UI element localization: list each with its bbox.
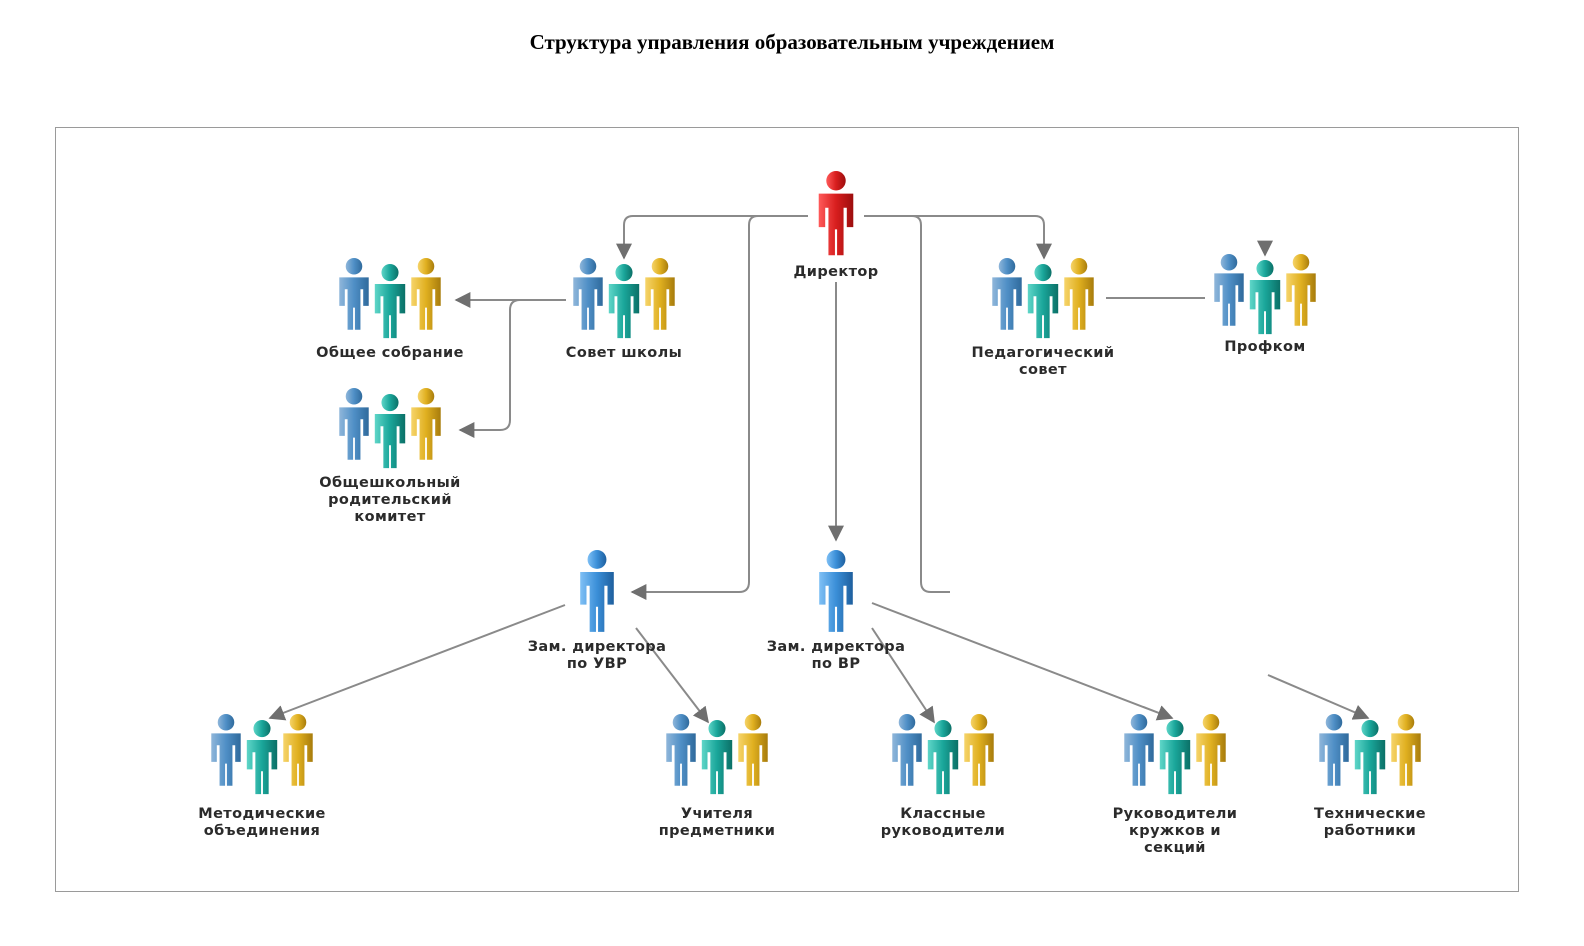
edge-vr-club-heads <box>871 602 1174 721</box>
node-label-line: Общее собрание <box>316 345 464 361</box>
edge-director-council <box>616 215 808 260</box>
node-union: Профком <box>1214 254 1316 355</box>
edge-vr-class-heads <box>871 627 935 724</box>
node-label-line: Профком <box>1224 339 1305 355</box>
people-group-icon <box>1124 714 1226 795</box>
people-group-icon <box>1214 254 1316 335</box>
people-group-icon <box>573 258 675 339</box>
edge-director-deputy-uvr <box>630 215 808 600</box>
node-label-line: Учителя <box>681 806 753 822</box>
node-label-line: секций <box>1144 840 1206 856</box>
page-title: Структура управления образовательным учр… <box>529 30 1055 54</box>
person-icon <box>580 550 614 632</box>
node-label-line: по УВР <box>567 656 627 672</box>
node-director: Директор <box>793 171 878 280</box>
connector-lines <box>268 215 1370 724</box>
node-label-line: родительский <box>328 492 452 508</box>
person-icon <box>819 550 853 632</box>
node-label-line: кружков и <box>1129 823 1221 839</box>
node-label-line: Зам. директора <box>767 639 906 655</box>
edge-director-right-branch <box>864 215 950 593</box>
edge-vr-tech-staff <box>1267 674 1370 720</box>
node-label-line: руководители <box>881 823 1005 839</box>
node-label-line: работники <box>1324 823 1416 839</box>
people-group-icon <box>666 714 768 795</box>
node-label-line: совет <box>1019 362 1067 378</box>
node-label-line: Директор <box>793 264 878 280</box>
node-label-line: Технические <box>1314 806 1426 822</box>
people-group-icon <box>339 388 441 469</box>
node-label-line: по ВР <box>812 656 861 672</box>
node-label-line: Методические <box>198 806 326 822</box>
node-label-line: Общешкольный <box>319 475 460 491</box>
people-group-icon <box>211 714 313 795</box>
edge-council-parent-committee <box>458 299 521 438</box>
node-label-line: предметники <box>659 823 776 839</box>
people-group-icon <box>892 714 994 795</box>
node-label-line: объединения <box>204 823 320 839</box>
edge-director-ped-council <box>864 215 1052 260</box>
people-group-icon <box>992 258 1094 339</box>
node-label-line: Совет школы <box>566 345 682 361</box>
people-group-icon <box>1319 714 1421 795</box>
node-label-line: Педагогический <box>972 345 1115 361</box>
node-label-line: комитет <box>354 509 425 525</box>
edge-uvr-method <box>268 604 566 721</box>
edge-uvr-teachers <box>635 627 709 724</box>
node-label-line: Зам. директора <box>528 639 667 655</box>
node-label-line: Руководители <box>1113 806 1238 822</box>
node-general-meeting: Общее собрание <box>316 258 464 361</box>
person-icon <box>818 171 854 256</box>
people-group-icon <box>339 258 441 339</box>
node-council: Совет школы <box>566 258 682 361</box>
node-label-line: Классные <box>900 806 986 822</box>
